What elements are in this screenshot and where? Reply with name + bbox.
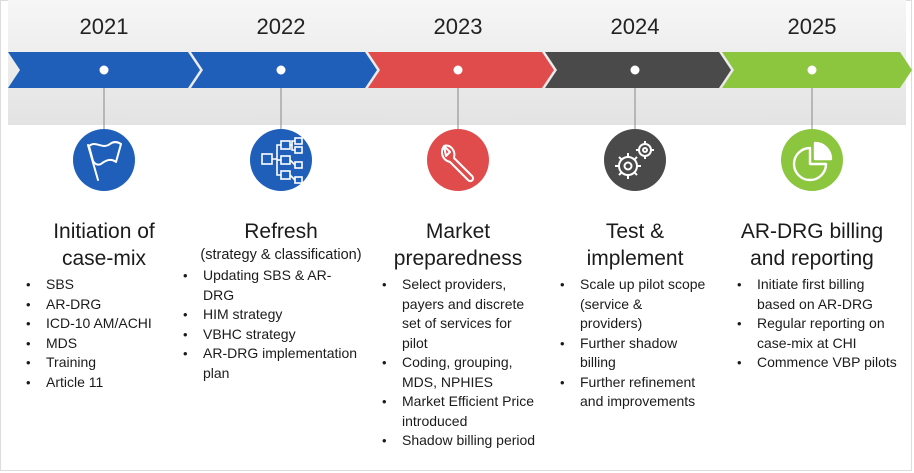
phase-title-line: Market	[425, 220, 491, 243]
bullet-list-2022: •Updating SBS & AR-DRG •HIM strategy •VB…	[179, 266, 359, 383]
list-item: •Updating SBS & AR-DRG	[183, 267, 332, 303]
hierarchy-icon	[261, 137, 303, 184]
wrench-icon	[441, 144, 475, 183]
timeline-dot-2024	[630, 65, 640, 75]
gears-icon	[615, 141, 654, 179]
phase-title-2023: Market preparedness	[378, 218, 538, 272]
list-item: •AR-DRG	[26, 295, 102, 312]
list-item: •HIM strategy	[183, 306, 283, 322]
list-item: •Initiate first billing based on AR-DRG	[737, 276, 873, 312]
phase-title-line: and reporting	[750, 247, 874, 270]
bullet-list-2025: •Initiate first billing based on AR-DRG …	[733, 275, 898, 373]
year-label-2021: 2021	[79, 14, 129, 39]
timeline-dot-2023	[453, 65, 463, 75]
phase-title-line: case-mix	[61, 247, 146, 270]
list-item: •Shadow billing period	[382, 432, 536, 448]
year-label-2024: 2024	[610, 14, 660, 39]
list-item: •Article 11	[26, 373, 104, 390]
list-item: •Commence VBP pilots	[737, 354, 897, 370]
timeline-dot-2025	[807, 65, 817, 75]
timeline-dot-2022	[276, 65, 286, 75]
list-item: •ICD-10 AM/ACHI	[26, 315, 152, 331]
icon-circle-2023	[427, 129, 489, 191]
phase-title-2021: Initiation of case-mix	[24, 218, 184, 272]
list-item: •Market Efficient Price introduced	[382, 393, 535, 429]
list-item: •Further shadow billing	[560, 334, 678, 371]
list-item: •Training	[26, 354, 97, 370]
phase-subtitle-2022: (strategy & classification)	[200, 247, 362, 263]
phase-title-line: AR-DRG billing	[740, 220, 884, 243]
pie-chart-icon	[792, 141, 833, 182]
phase-title-2025: AR-DRG billing and reporting	[722, 218, 902, 272]
phase-title-2022: Refresh	[201, 218, 361, 245]
year-label-2023: 2023	[433, 14, 483, 39]
list-item: •Select providers, payers and discrete s…	[382, 276, 525, 351]
year-label-2022: 2022	[256, 14, 306, 39]
list-item: •Coding, grouping, MDS, NPHIES	[382, 354, 513, 390]
list-item: •SBS	[26, 276, 75, 292]
phase-title-line: preparedness	[393, 247, 523, 270]
list-item: •MDS	[26, 334, 78, 351]
phase-title-line: Test &	[605, 220, 665, 243]
bullet-list-2023: •Select providers, payers and discrete s…	[378, 275, 538, 451]
phase-title-2024: Test & implement	[555, 218, 715, 272]
phase-title-line: implement	[586, 247, 684, 270]
phase-title-line: Initiation of	[53, 220, 155, 243]
flag-icon	[87, 141, 122, 181]
icon-circle-2025	[781, 129, 843, 191]
list-item: •Further refinement and improvements	[560, 373, 696, 410]
bullet-list-2021: •SBS •AR-DRG •ICD-10 AM/ACHI •MDS •Train…	[22, 275, 192, 392]
timeline-arrow-2025	[722, 52, 912, 88]
list-item: •AR-DRG implementation plan	[183, 345, 358, 381]
bullet-list-2024: •Scale up pilot scope (service & provide…	[556, 275, 706, 412]
list-item: •Scale up pilot scope (service & provide…	[560, 276, 706, 331]
timeline-dot-2021	[99, 65, 109, 75]
year-label-2025: 2025	[787, 14, 837, 39]
icon-circle-2021	[73, 129, 135, 191]
list-item: •VBHC strategy	[183, 325, 296, 342]
phase-title-line: Refresh	[244, 220, 318, 243]
list-item: •Regular reporting on case-mix at CHI	[737, 315, 885, 351]
